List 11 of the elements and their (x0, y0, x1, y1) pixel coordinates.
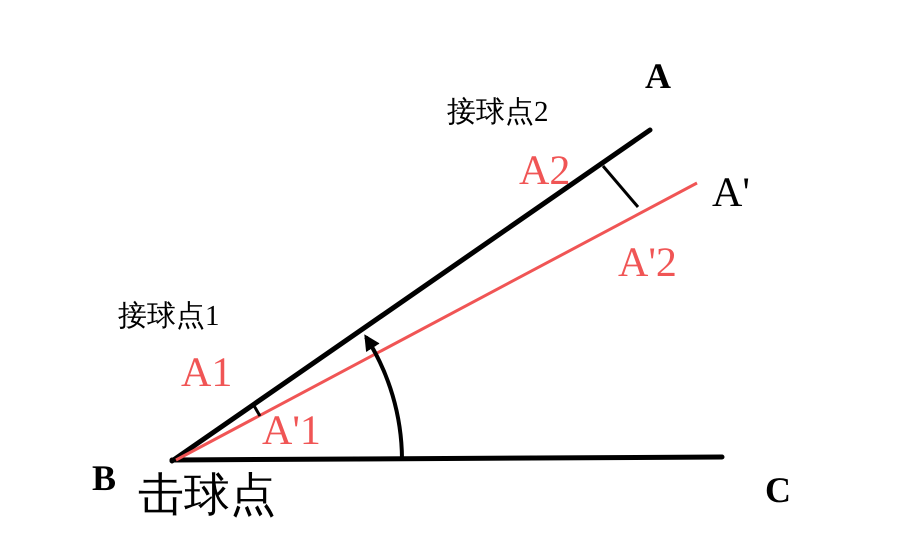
point-caption: 接球点1 (118, 302, 220, 331)
point-label: C (765, 472, 791, 508)
point-label: A1 (181, 352, 232, 394)
point-caption: 击球点 (138, 472, 276, 518)
point-label: A (645, 58, 671, 94)
point-label: A2 (519, 150, 570, 192)
point-caption: 接球点2 (447, 98, 548, 127)
point-label: A'1 (262, 410, 321, 452)
point-label: B (92, 460, 116, 496)
point-label: A'2 (618, 242, 677, 284)
point-label: A' (712, 172, 750, 214)
